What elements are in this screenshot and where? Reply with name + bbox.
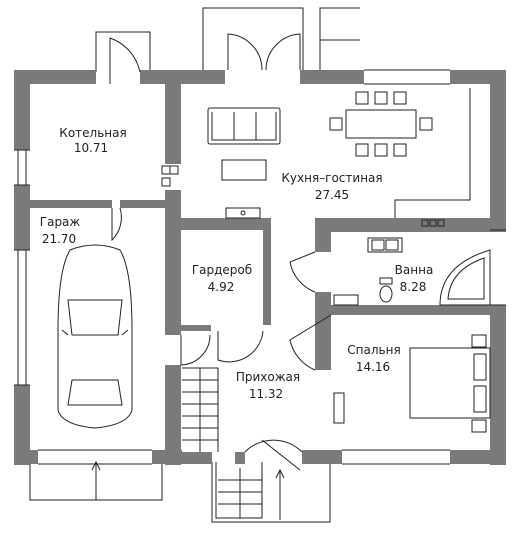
car-icon: [57, 244, 133, 429]
sofa-icon: [207, 107, 281, 145]
doors: [109, 33, 360, 471]
dining-table-icon: [329, 91, 433, 157]
room-label-garage: Гараж: [40, 215, 81, 229]
room-label-boiler: Котельная: [59, 126, 126, 140]
room-area-bath: 8.28: [400, 280, 427, 294]
room-label-hall: Прихожая: [236, 370, 300, 384]
room-area-bedroom: 14.16: [356, 360, 390, 374]
entrance-arrow-icon: [91, 460, 285, 520]
boiler-connections: [161, 165, 179, 187]
room-area-garage: 21.70: [42, 232, 76, 246]
tv-stand: [221, 159, 267, 181]
nightstand-2: [471, 419, 487, 433]
toilet-icon: [379, 277, 393, 303]
room-area-boiler: 10.71: [74, 141, 108, 155]
bed-icon: [409, 347, 491, 419]
windows: [14, 69, 506, 465]
room-label-wardrobe: Гардероб: [192, 263, 252, 277]
room-label-kitchen: Кухня–гостиная: [281, 171, 382, 185]
dresser: [333, 392, 345, 424]
bathtub-icon: [439, 249, 491, 306]
room-label-bath: Ванна: [395, 263, 434, 277]
bath-sink-icon: [367, 237, 403, 253]
kitchen-sink-icon: [225, 207, 261, 219]
nightstand: [471, 334, 487, 348]
room-label-bedroom: Спальня: [347, 343, 400, 357]
staircase: [182, 367, 262, 518]
room-area-hall: 11.32: [249, 387, 283, 401]
washing-machine: [333, 294, 359, 306]
room-area-wardrobe: 4.92: [208, 280, 235, 294]
bath-connections: [421, 219, 445, 227]
room-area-kitchen: 27.45: [315, 188, 349, 202]
porch-outlines: [29, 7, 471, 523]
walls: [14, 70, 506, 465]
